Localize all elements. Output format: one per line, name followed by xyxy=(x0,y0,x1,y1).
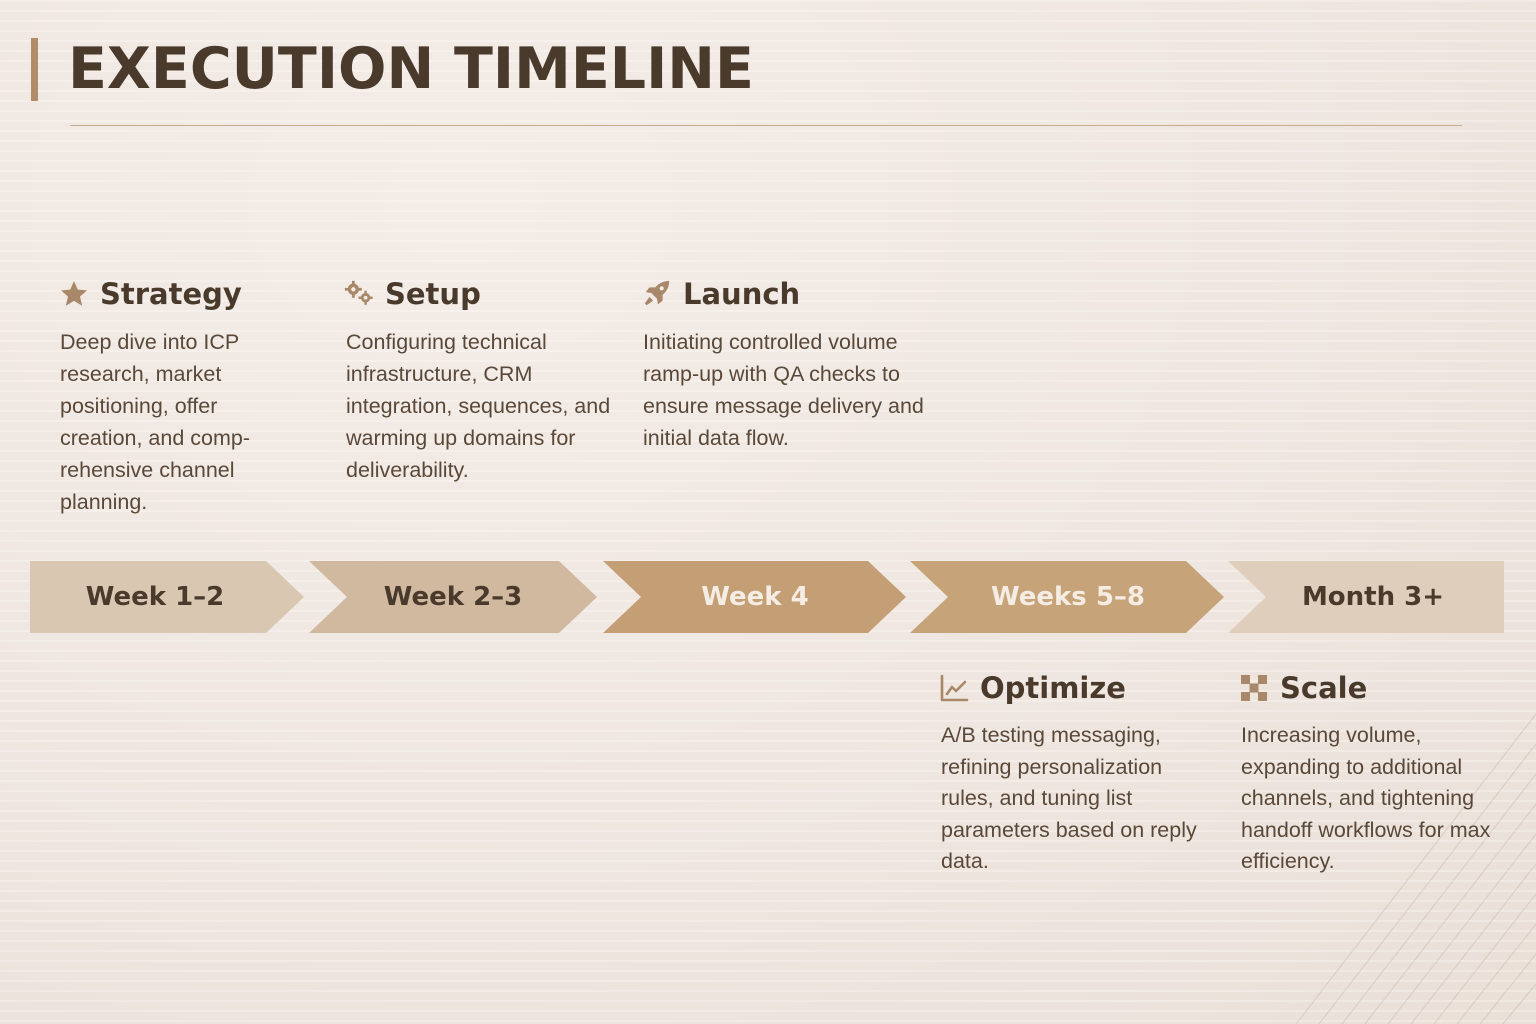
timeline-step-label: Weeks 5–8 xyxy=(990,582,1146,612)
description-line: Deep dive into ICP xyxy=(60,330,240,354)
description-line: rehensive channel xyxy=(60,458,235,482)
phase-description: Configuring technical infrastructure, CR… xyxy=(346,326,633,486)
description-line: handoff workflows for max xyxy=(1241,817,1491,842)
phase-header: Launch xyxy=(641,274,941,314)
description-line: positioning, offer xyxy=(60,394,218,418)
description-line: research, market xyxy=(60,362,222,386)
title-divider xyxy=(70,125,1462,126)
title-accent-bar xyxy=(31,38,38,101)
chevron-shape xyxy=(603,561,906,633)
phase-header: Strategy xyxy=(58,274,308,314)
phase-title: Launch xyxy=(683,277,801,311)
phase-title: Scale xyxy=(1280,671,1368,705)
phase-title: Optimize xyxy=(980,671,1126,705)
description-line: planning. xyxy=(60,490,148,514)
phase-title: Strategy xyxy=(100,277,242,311)
description-line: ensure message delivery and xyxy=(643,394,924,418)
description-line: ramp-up with QA checks to xyxy=(643,362,900,386)
chevron-shape xyxy=(30,561,304,633)
phase-optimize: Optimize A/B testing messaging, refining… xyxy=(938,668,1228,878)
phase-description: A/B testing messaging, refining personal… xyxy=(941,720,1228,878)
timeline-step-3: Week 4 xyxy=(603,561,906,633)
description-line: expanding to additional xyxy=(1241,754,1463,779)
timeline-step-2: Week 2–3 xyxy=(309,561,597,633)
star-icon xyxy=(58,278,90,310)
description-line: Initiating controlled volume xyxy=(643,330,898,354)
chevron-shape xyxy=(1228,561,1504,633)
gears-icon xyxy=(343,278,375,310)
description-line: channels, and tightening xyxy=(1241,786,1475,810)
timeline-step-label: Week 4 xyxy=(701,582,809,612)
phase-header: Setup xyxy=(343,274,633,314)
timeline-step-label: Week 1–2 xyxy=(85,582,225,612)
description-line: rules, and tuning list xyxy=(941,786,1133,810)
chevron-shape xyxy=(910,561,1224,633)
timeline-step-label: Week 2–3 xyxy=(383,582,523,612)
phase-header: Optimize xyxy=(938,668,1228,708)
phase-setup: Setup Configuring technical infrastructu… xyxy=(343,274,633,486)
description-line: integration, sequences, and xyxy=(346,394,611,418)
description-line: Increasing volume, xyxy=(1241,723,1422,747)
description-line: Configuring technical xyxy=(346,330,547,354)
timeline-step-label: Month 3+ xyxy=(1301,582,1445,612)
description-line: warming up domains for xyxy=(346,426,576,450)
timeline-step-4: Weeks 5–8 xyxy=(910,561,1224,633)
description-line: creation, and comp- xyxy=(60,426,251,450)
timeline-step-5: Month 3+ xyxy=(1228,561,1504,633)
phase-description: Deep dive into ICP research, market posi… xyxy=(60,326,308,518)
line-chart-icon xyxy=(938,672,970,704)
phase-strategy: Strategy Deep dive into ICP research, ma… xyxy=(58,274,308,518)
description-line: parameters based on reply xyxy=(941,817,1197,842)
description-line: data. xyxy=(941,849,989,873)
phase-description: Initiating controlled volume ramp-up wit… xyxy=(643,326,941,454)
corner-hatch-decoration xyxy=(1295,713,1536,1024)
phase-scale: Scale Increasing volume, expanding to ad… xyxy=(1238,668,1528,878)
description-line: infrastructure, CRM xyxy=(346,362,533,386)
phase-header: Scale xyxy=(1238,668,1528,708)
timeline-arrows: Week 1–2 Week 2–3 Week 4 Weeks 5–8 Month… xyxy=(0,561,1536,633)
description-line: refining personalization xyxy=(941,754,1163,779)
description-line: deliverability. xyxy=(346,458,469,482)
description-line: initial data flow. xyxy=(643,426,789,450)
phase-description: Increasing volume, expanding to addition… xyxy=(1241,720,1528,878)
description-line: efficiency. xyxy=(1241,849,1335,873)
phase-title: Setup xyxy=(385,277,481,311)
timeline-step-1: Week 1–2 xyxy=(30,561,304,633)
phase-launch: Launch Initiating controlled volume ramp… xyxy=(641,274,941,454)
page-title: EXECUTION TIMELINE xyxy=(68,36,754,102)
description-line: A/B testing messaging, xyxy=(941,723,1161,747)
chevron-shape xyxy=(309,561,597,633)
rocket-icon xyxy=(641,278,673,310)
grid-icon xyxy=(1238,672,1270,704)
